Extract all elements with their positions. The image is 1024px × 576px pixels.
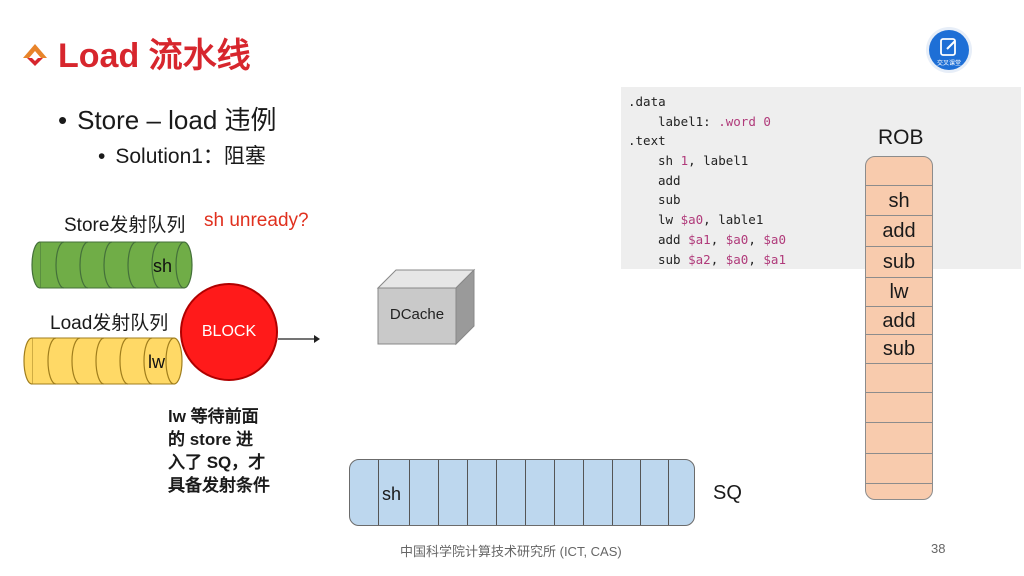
load-queue-label: Load发射队列 xyxy=(50,313,169,334)
code-token: 1 xyxy=(680,153,689,169)
bullet-dot: • xyxy=(58,105,68,135)
sq-entry-divider xyxy=(525,460,526,525)
sq-entry-divider xyxy=(409,460,410,525)
slide-title: Load 流水线 xyxy=(58,37,251,75)
code-token: sh xyxy=(658,153,681,169)
bullet-dot: • xyxy=(98,145,106,168)
rob-entry xyxy=(866,363,932,392)
sq-label: SQ xyxy=(713,482,742,504)
sq-entry-divider xyxy=(668,460,669,525)
code-token: $a1 xyxy=(688,231,711,247)
sq-entry-divider xyxy=(496,460,497,525)
store-queue-slot-sh: sh xyxy=(153,256,172,276)
page-number: 38 xyxy=(931,541,946,556)
note-line-1: lw 等待前面 xyxy=(168,407,259,426)
code-line: .text xyxy=(621,131,1021,151)
code-line: sub xyxy=(621,190,1021,210)
classroom-badge[interactable]: 交叉课堂 xyxy=(929,30,969,70)
note-line-3: 入了 SQ，才 xyxy=(168,453,266,472)
code-token: lw xyxy=(658,212,681,228)
sq-entry-divider xyxy=(640,460,641,525)
sq-entry-divider xyxy=(612,460,613,525)
code-token: sub xyxy=(658,251,689,267)
code-line: add xyxy=(621,171,1021,191)
sq-entry-divider xyxy=(583,460,584,525)
code-token: .data xyxy=(628,94,666,109)
code-token: , xyxy=(748,251,764,267)
code-line: .data xyxy=(621,92,1021,112)
code-token: .text xyxy=(628,133,666,149)
code-token: label1: xyxy=(658,113,719,129)
code-token: $a1 xyxy=(763,251,786,267)
block-label: BLOCK xyxy=(201,323,257,340)
block-circle: BLOCK xyxy=(180,283,278,381)
rob-entry xyxy=(866,157,932,185)
rob-entry: sh xyxy=(866,185,932,215)
store-queue-label: Store发射队列 xyxy=(64,215,186,236)
note-line-2: 的 store 进 xyxy=(168,430,254,449)
code-token: , label1 xyxy=(688,153,749,169)
store-unready-question: sh unready? xyxy=(204,210,309,231)
bullet-store-load: • Store – load 违例 xyxy=(58,100,277,137)
rob-entry xyxy=(866,453,932,483)
code-token: add xyxy=(658,172,681,188)
sq-entry-divider xyxy=(438,460,439,525)
rob-title: ROB xyxy=(878,126,924,149)
rob-entry: sub xyxy=(866,334,932,363)
code-token: $a0 xyxy=(725,231,749,247)
load-issue-queue: lw xyxy=(23,337,183,385)
code-line: label1: .word 0 xyxy=(621,112,1021,132)
edit-note-icon xyxy=(940,38,956,56)
sq-entry-divider xyxy=(467,460,468,525)
rob-entry xyxy=(866,392,932,422)
code-token: , xyxy=(710,231,726,247)
sq-entry: sh xyxy=(382,484,402,504)
lw-wait-note: lw 等待前面 的 store 进 入了 SQ，才 具备发射条件 xyxy=(168,405,270,497)
code-token: .word 0 xyxy=(718,113,771,129)
code-line: lw $a0, lable1 xyxy=(621,210,1021,230)
block-arrow xyxy=(278,335,320,343)
store-queue: sh xyxy=(349,459,695,526)
code-line: add $a1, $a0, $a0 xyxy=(621,230,1021,250)
sq-entry-divider xyxy=(554,460,555,525)
note-line-4: 具备发射条件 xyxy=(168,476,270,495)
code-token: $a2 xyxy=(688,251,711,267)
rob-entry: add xyxy=(866,306,932,334)
rob-entry: lw xyxy=(866,277,932,306)
badge-label: 交叉课堂 xyxy=(936,61,961,67)
code-token: , lable1 xyxy=(703,212,764,228)
bullet-solution1-text: Solution1：阻塞 xyxy=(115,145,266,168)
rob-entry xyxy=(866,483,932,499)
load-queue-slot-lw: lw xyxy=(148,352,166,372)
code-token: $a0 xyxy=(725,251,749,267)
code-token: , xyxy=(748,231,764,247)
code-token: , xyxy=(710,251,726,267)
bullet-solution1: • Solution1：阻塞 xyxy=(98,140,266,170)
code-token: sub xyxy=(658,192,681,208)
rob-entry: add xyxy=(866,215,932,246)
ict-logo-icon xyxy=(23,44,47,66)
code-line: sh 1, label1 xyxy=(621,151,1021,171)
code-token: $a0 xyxy=(763,231,786,247)
dcache-cube: DCache xyxy=(376,268,476,346)
dcache-label: DCache xyxy=(390,306,444,323)
store-issue-queue: sh xyxy=(31,241,193,289)
rob-entry: sub xyxy=(866,246,932,277)
footer-institution: 中国科学院计算技术研究所 (ICT, CAS) xyxy=(400,544,622,559)
rob-entry xyxy=(866,422,932,453)
sq-entry-divider xyxy=(378,460,379,525)
code-token: $a0 xyxy=(680,212,704,228)
code-token: add xyxy=(658,231,689,247)
code-line: sub $a2, $a0, $a1 xyxy=(621,250,1021,270)
bullet-store-load-text: Store – load 违例 xyxy=(77,105,277,135)
